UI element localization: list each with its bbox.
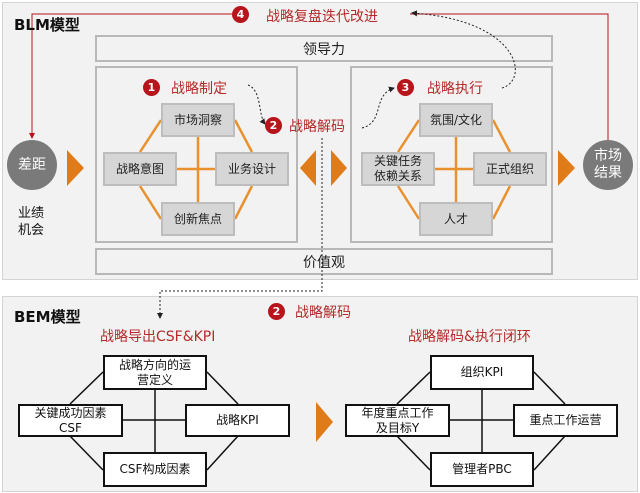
formulation-lines bbox=[138, 119, 254, 220]
csf-factors-box: CSF构成因素 bbox=[103, 452, 207, 487]
annual-work-box: 年度重点工作 及目标Y bbox=[345, 404, 450, 437]
arrow-formulation-to-execution bbox=[331, 150, 347, 186]
arrow-execution-to-formulation bbox=[300, 150, 316, 186]
bem-step2-badge: 2 bbox=[268, 303, 285, 320]
arrow-execution-to-result bbox=[558, 150, 575, 186]
step1-label: 战略制定 bbox=[171, 81, 227, 97]
market-result-circle: 市场 结果 bbox=[583, 140, 633, 190]
bem-left-title: 战略导出CSF&KPI bbox=[100, 329, 216, 345]
key-work-ops-box: 重点工作运营 bbox=[513, 404, 618, 437]
manager-pbc-box: 管理者PBC bbox=[430, 452, 534, 487]
market-insight-box: 市场洞察 bbox=[161, 103, 235, 137]
strategic-kpi-box: 战略KPI bbox=[185, 404, 290, 437]
culture-box: 氛围/文化 bbox=[419, 103, 493, 137]
arrow-gap-to-formulation bbox=[67, 150, 84, 186]
dotted-arrow-2-bem bbox=[157, 138, 323, 319]
step3-label: 战略执行 bbox=[427, 81, 483, 97]
innovation-focus-box: 创新焦点 bbox=[161, 202, 235, 236]
execution-lines bbox=[396, 119, 512, 220]
org-kpi-box: 组织KPI bbox=[430, 355, 534, 390]
step4-label: 战略复盘迭代改进 bbox=[266, 9, 378, 25]
bem-right-title: 战略解码&执行闭环 bbox=[408, 329, 531, 345]
dotted-arrow-1-2 bbox=[247, 84, 266, 125]
step1-badge: 1 bbox=[143, 79, 160, 96]
formal-org-box: 正式组织 bbox=[473, 152, 547, 186]
leadership-band: 领导力 bbox=[95, 35, 553, 62]
step3-badge: 3 bbox=[397, 79, 414, 96]
step2-badge: 2 bbox=[265, 117, 282, 134]
dotted-arrow-2-3 bbox=[361, 86, 395, 129]
gap-circle: 差距 bbox=[7, 140, 57, 190]
strategic-intent-box: 战略意图 bbox=[103, 152, 177, 186]
bem-title: BEM模型 bbox=[14, 308, 81, 326]
values-band: 价值观 bbox=[95, 248, 553, 275]
arrow-bem-left-to-right bbox=[316, 402, 333, 442]
step4-badge: 4 bbox=[232, 6, 249, 23]
step2-label: 战略解码 bbox=[289, 119, 345, 135]
csf-box: 关键成功因素 CSF bbox=[18, 404, 123, 437]
business-design-box: 业务设计 bbox=[215, 152, 289, 186]
strategic-direction-box: 战略方向的运 营定义 bbox=[103, 355, 207, 390]
bem-step2-label: 战略解码 bbox=[295, 305, 351, 321]
critical-tasks-box: 关键任务 依赖关系 bbox=[361, 152, 435, 186]
feedback-red-line bbox=[29, 13, 609, 140]
talent-box: 人才 bbox=[419, 202, 493, 236]
bem-right-lines bbox=[396, 371, 566, 471]
bem-left-lines bbox=[69, 371, 239, 471]
blm-title: BLM模型 bbox=[14, 16, 80, 34]
dotted-arrow-3-4 bbox=[411, 10, 516, 89]
opportunity-label: 业绩 机会 bbox=[18, 206, 45, 238]
